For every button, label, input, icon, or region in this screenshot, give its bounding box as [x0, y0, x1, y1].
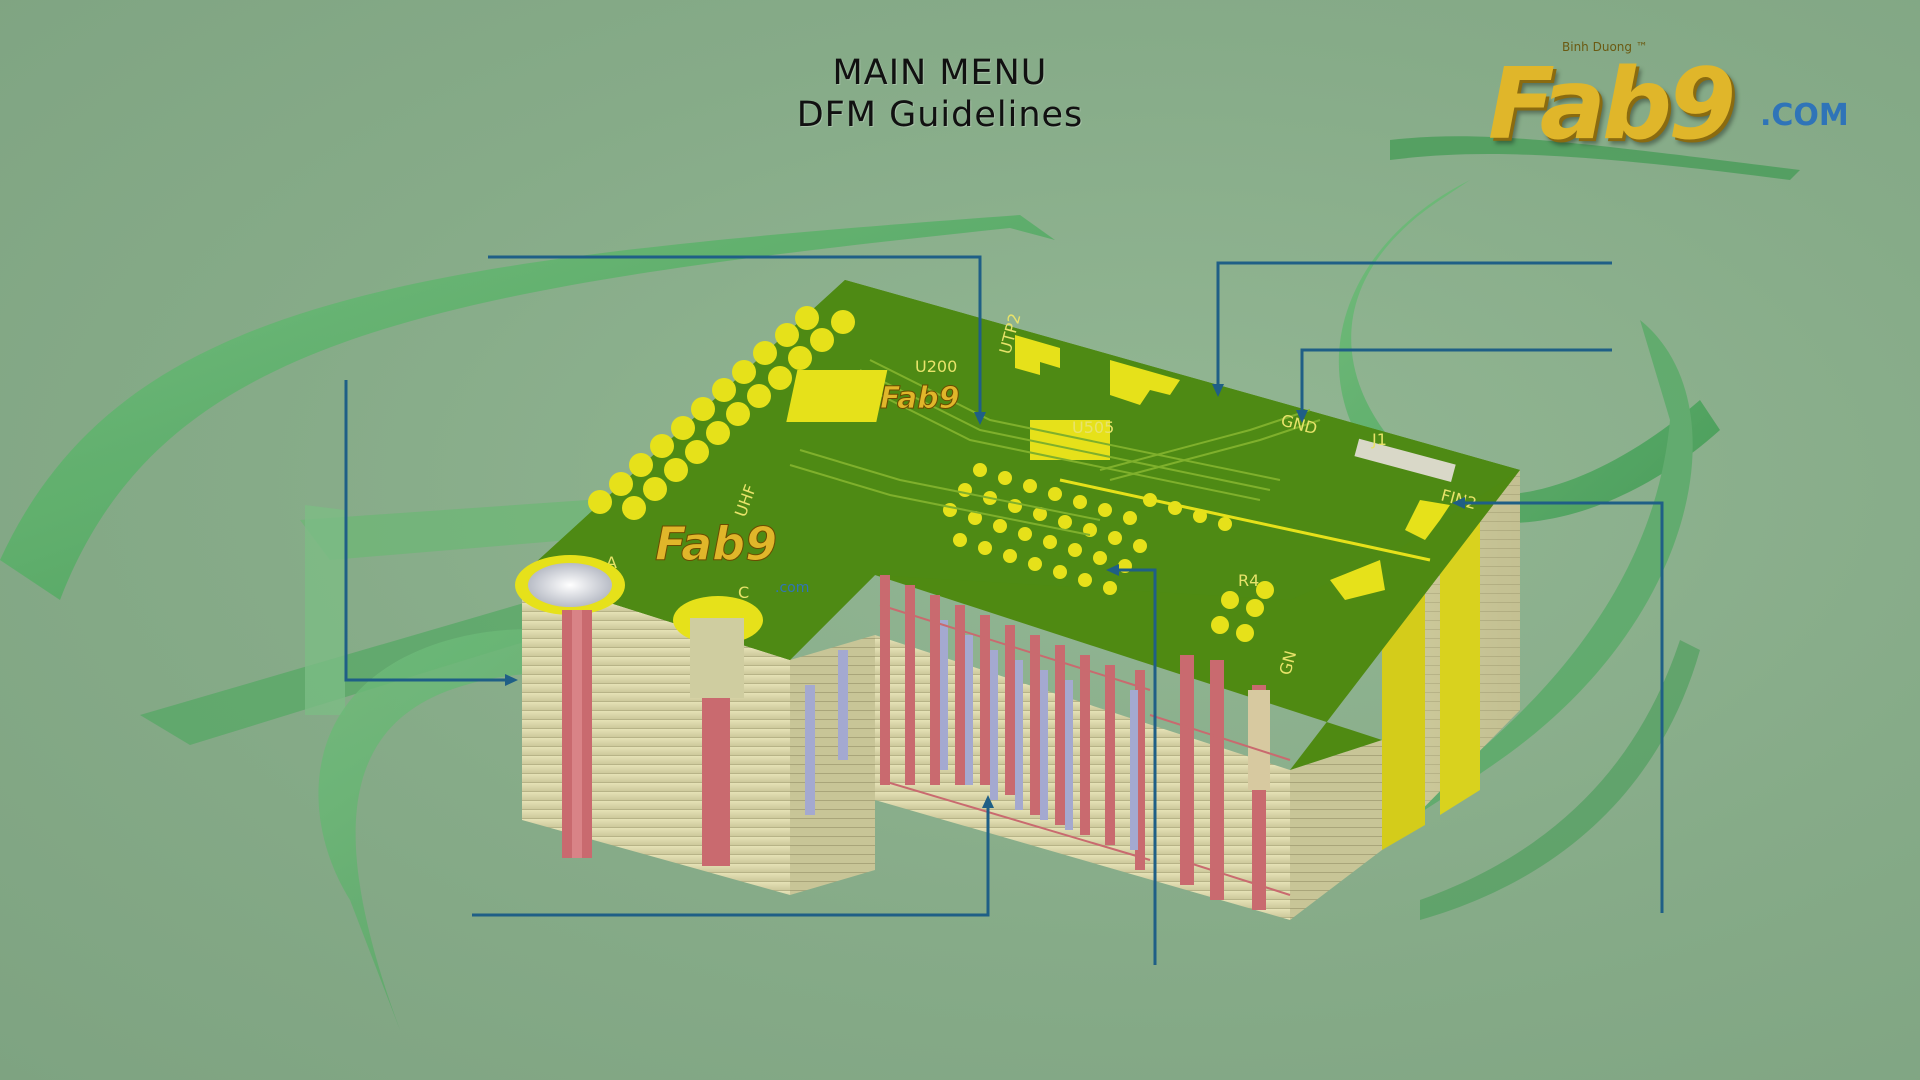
- logo-tagline: Binh Duong ™: [1562, 40, 1648, 54]
- callout-edge-plating[interactable]: [1645, 495, 1679, 920]
- callout-via-structures[interactable]: [472, 898, 992, 932]
- callout-arrowheads: [505, 384, 1465, 808]
- callout-component-placement[interactable]: [488, 240, 988, 274]
- callout-lines: [344, 255, 1664, 965]
- page-subtitle: DFM Guidelines: [796, 95, 1084, 135]
- via-cross-sections: [805, 575, 1291, 910]
- pcb-3d-illustration: U200 UTP2 U505 GND J1 UHF FIN2 R4 A C GN…: [515, 280, 1520, 920]
- callout-drilled-holes[interactable]: [330, 380, 364, 690]
- callout-bga-fanout[interactable]: [1138, 565, 1172, 970]
- silk-a: A: [606, 553, 617, 572]
- brand-logo[interactable]: Binh Duong ™ Fab9 .COM: [1470, 32, 1870, 172]
- drilled-hole-countersink: [515, 555, 625, 858]
- silk-c: C: [738, 583, 749, 602]
- silk-u200: U200: [915, 357, 957, 376]
- page-title: MAIN MENU: [832, 53, 1048, 93]
- callout-ground-plane[interactable]: [1295, 333, 1620, 367]
- page-title-block: MAIN MENU DFM Guidelines: [700, 52, 1180, 136]
- drilled-hole-plated: [673, 596, 763, 866]
- silk-r4: R4: [1238, 571, 1259, 590]
- logo-wordmark: Fab9: [1488, 48, 1736, 162]
- chip-logo-text: Fab9: [880, 381, 960, 416]
- callout-surface-finish[interactable]: [1210, 246, 1620, 280]
- board-logo-text: Fab9: [655, 517, 777, 571]
- board-logo-domain: .com: [775, 580, 809, 596]
- silk-u505: U505: [1072, 418, 1114, 437]
- silk-j1: J1: [1371, 430, 1387, 449]
- logo-domain: .COM: [1760, 98, 1849, 133]
